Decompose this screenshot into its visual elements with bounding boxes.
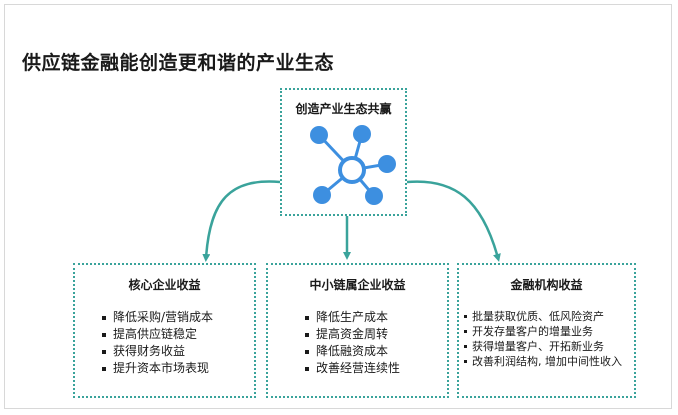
network-hub-icon — [310, 125, 396, 205]
list-item: 批量获取优质、低风险资产 — [464, 309, 622, 324]
list-item: 提高供应链稳定 — [101, 326, 213, 343]
list-item: 改善利润结构, 增加中间性收入 — [464, 354, 622, 369]
diagram-frame — [4, 4, 672, 409]
list-item: 降低生产成本 — [304, 309, 400, 326]
card-title: 金融机构收益 — [510, 278, 583, 292]
core-enterprise-card: 核心企业收益 降低采购/营销成本 提高供应链稳定 获得财务收益 提升资本市场表现 — [73, 263, 256, 398]
list-item: 降低采购/营销成本 — [101, 309, 213, 326]
hub-title: 创造产业生态共赢 — [295, 102, 392, 116]
list-item: 提升资本市场表现 — [101, 360, 213, 377]
card-title: 核心企业收益 — [128, 278, 201, 292]
benefit-list: 批量获取优质、低风险资产 开发存量客户的增量业务 获得增量客户、开拓新业务 改善… — [464, 309, 622, 369]
financial-institution-card: 金融机构收益 批量获取优质、低风险资产 开发存量客户的增量业务 获得增量客户、开… — [457, 263, 636, 398]
arrow-to-finance — [406, 180, 501, 262]
card-title: 中小链属企业收益 — [309, 278, 406, 292]
list-item: 降低融资成本 — [304, 343, 400, 360]
list-item: 获得增量客户、开拓新业务 — [464, 339, 622, 354]
list-item: 改善经营连续性 — [304, 360, 400, 377]
arrow-to-core — [202, 180, 281, 262]
benefit-list: 降低采购/营销成本 提高供应链稳定 获得财务收益 提升资本市场表现 — [101, 309, 213, 377]
list-item: 开发存量客户的增量业务 — [464, 324, 622, 339]
benefit-list: 降低生产成本 提高资金周转 降低融资成本 改善经营连续性 — [304, 309, 400, 377]
list-item: 提高资金周转 — [304, 326, 400, 343]
page-title: 供应链金融能创造更和谐的产业生态 — [22, 52, 335, 74]
list-item: 获得财务收益 — [101, 343, 213, 360]
sme-enterprise-card: 中小链属企业收益 降低生产成本 提高资金周转 降低融资成本 改善经营连续性 — [266, 263, 449, 398]
hub-box: 创造产业生态共赢 — [280, 88, 407, 216]
